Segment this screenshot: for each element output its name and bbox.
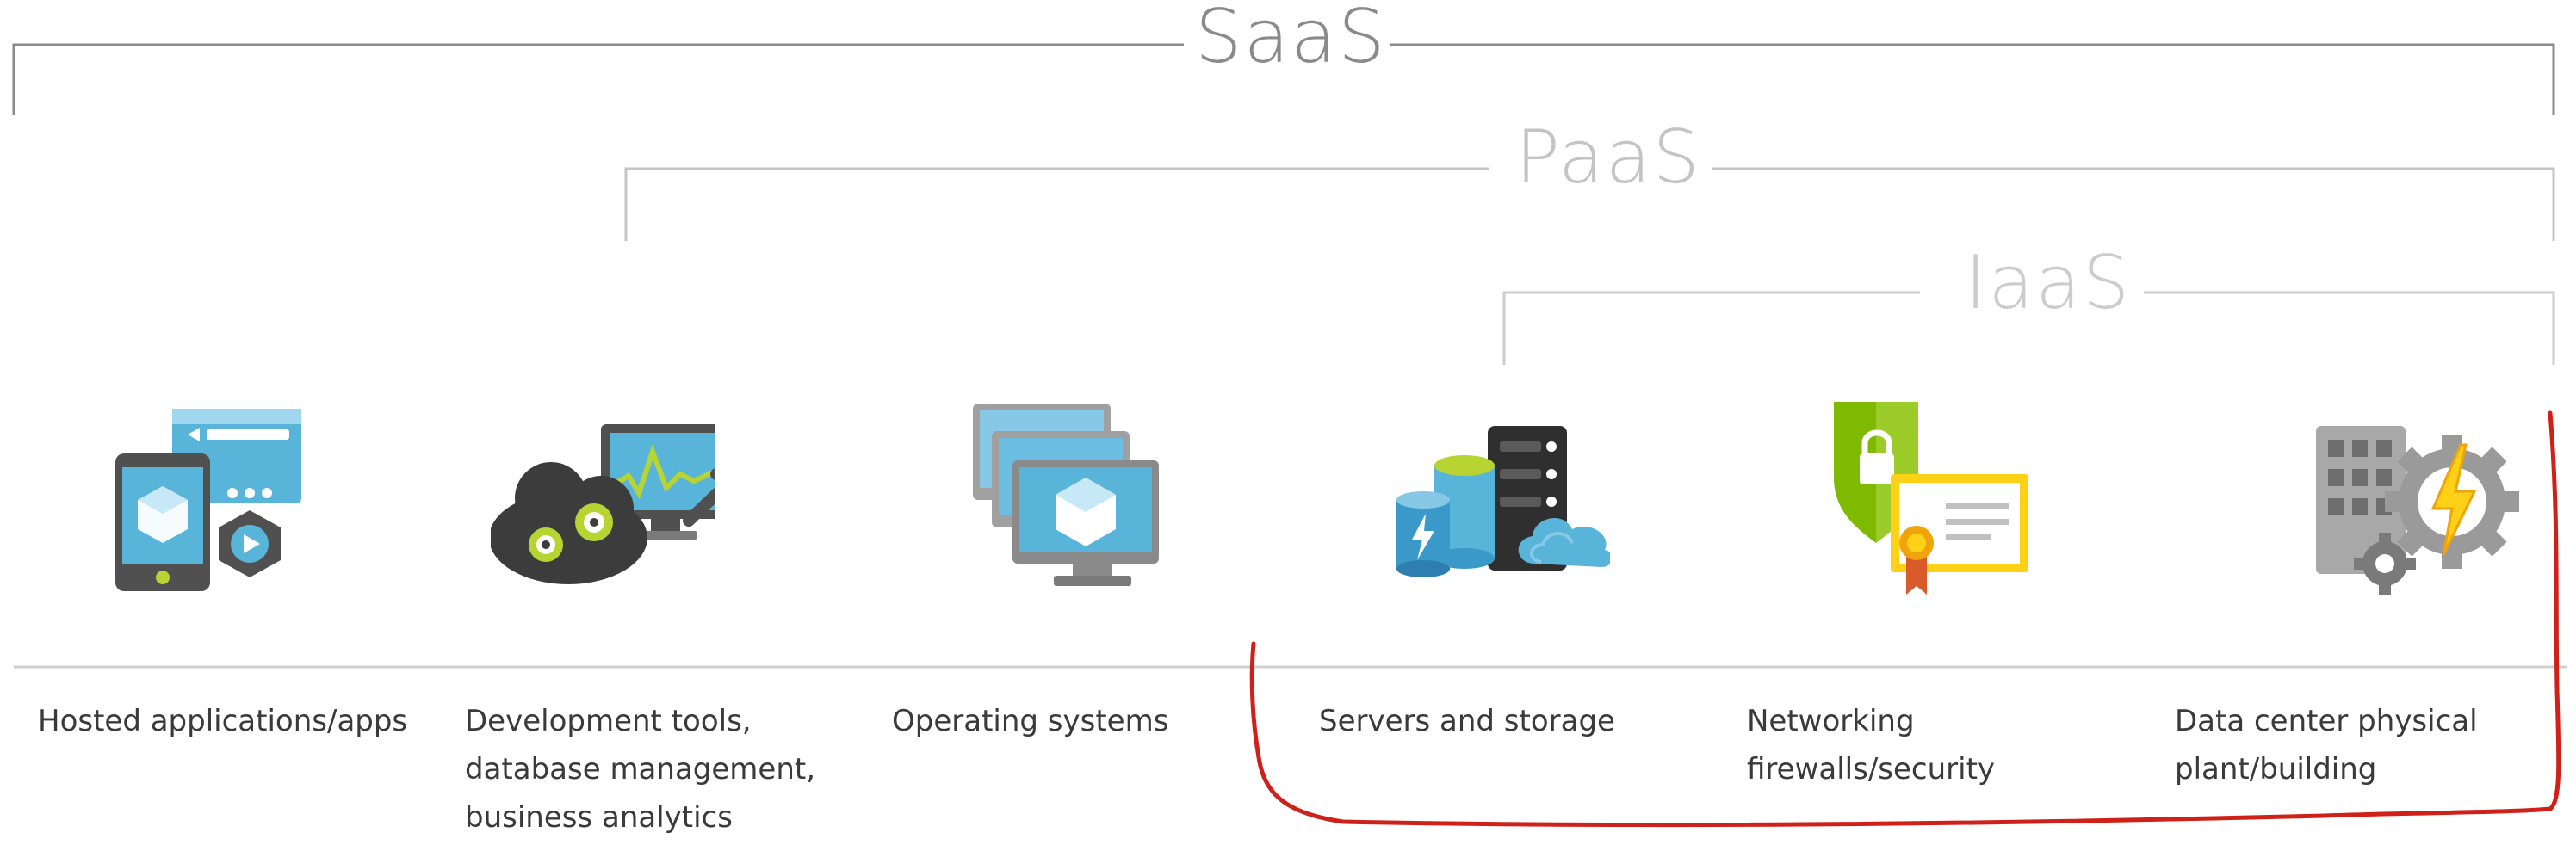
annotation-outline xyxy=(1249,410,2561,828)
category-label-line: Servers and storage xyxy=(1319,704,1615,738)
saas-bracket xyxy=(12,43,2555,115)
category-label-datacenter: Data center physical plant/building xyxy=(2175,697,2571,793)
iaas-bracket xyxy=(1502,291,2555,365)
iaas-label: IaaS xyxy=(1965,240,2132,326)
category-label-line: database management, xyxy=(465,752,816,786)
operating-systems-icon xyxy=(947,392,1171,607)
category-label-operating-systems: Operating systems xyxy=(892,697,1288,745)
category-label-line: plant/building xyxy=(2175,752,2377,786)
category-label-line: Data center physical xyxy=(2175,704,2478,738)
category-label-line: business analytics xyxy=(465,800,733,835)
development-tools-icon xyxy=(491,392,715,607)
category-label-servers-storage: Servers and storage xyxy=(1319,697,1715,745)
servers-storage-icon xyxy=(1386,392,1610,607)
hosted-apps-icon xyxy=(103,392,327,607)
paas-bracket xyxy=(624,167,2555,241)
category-label-line: Operating systems xyxy=(892,704,1169,738)
networking-security-icon xyxy=(1817,392,2040,607)
paas-label: PaaS xyxy=(1515,114,1701,200)
category-label-networking: Networking firewalls/security xyxy=(1747,697,2143,793)
category-label-line: Networking xyxy=(1747,704,1915,738)
datacenter-icon xyxy=(2299,392,2523,607)
saas-label: SaaS xyxy=(1195,0,1387,80)
category-label-line: Development tools, xyxy=(465,704,752,738)
category-label-line: Hosted applications/apps xyxy=(38,704,408,738)
category-label-line: firewalls/security xyxy=(1747,752,1996,786)
category-label-hosted-apps: Hosted applications/apps xyxy=(38,697,434,745)
category-label-development-tools: Development tools, database management, … xyxy=(465,697,861,842)
